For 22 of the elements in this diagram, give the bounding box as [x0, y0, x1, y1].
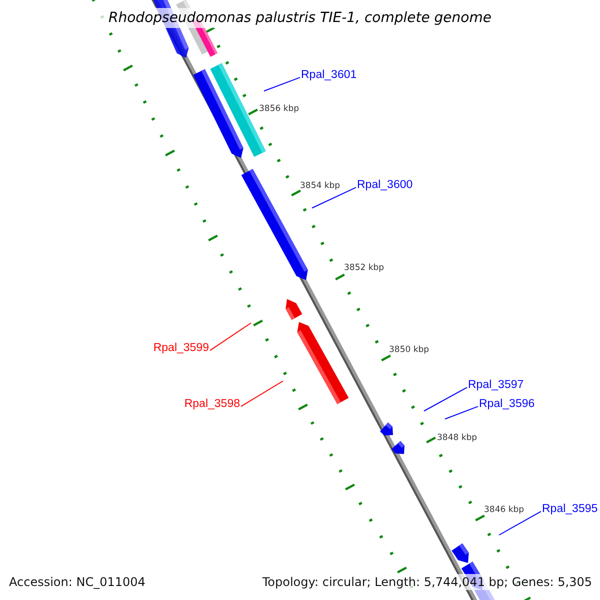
- gene-label: Rpal_3597: [468, 379, 524, 392]
- position-label: 3850 kbp: [389, 345, 430, 355]
- gene-label: Rpal_3601: [301, 69, 357, 82]
- leader-line: [240, 380, 284, 407]
- leader-line: [424, 386, 468, 412]
- gene-label: Rpal_3598: [184, 398, 240, 411]
- genome-info-text: Accession: NC_011004: [9, 574, 146, 590]
- leader-line: [498, 510, 542, 536]
- gene-label: Rpal_3600: [357, 179, 413, 192]
- gene-label: Rpal_3596: [479, 398, 535, 411]
- position-label: 3846 kbp: [484, 505, 524, 515]
- position-label: 3854 kbp: [300, 181, 340, 191]
- leader-line: [210, 322, 252, 351]
- gene-label: Rpal_3595: [542, 503, 598, 516]
- leader-line: [312, 186, 356, 208]
- leader-line: [264, 76, 300, 92]
- genome-info-text: Topology: circular; Length: 5,744,041 bp; Genes: 5,305: [262, 574, 592, 590]
- position-label: 3856 kbp: [259, 104, 300, 114]
- position-label: 3852 kbp: [344, 263, 384, 273]
- gene-label: Rpal_3599: [153, 342, 209, 355]
- leader-line: [444, 406, 478, 420]
- position-label: 3848 kbp: [437, 433, 478, 443]
